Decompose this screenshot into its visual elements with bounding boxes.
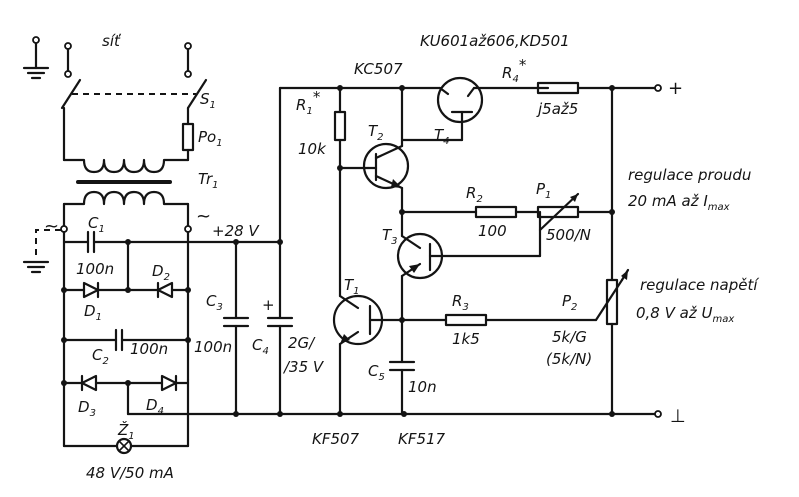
- mains-section: [22, 36, 208, 233]
- current-reg-line1: regulace proudu: [628, 166, 751, 184]
- t4-type-label: KU601až606,KD501: [420, 32, 570, 50]
- switch-s1-right-blade: [186, 78, 208, 110]
- t2-type-label: KC507: [354, 60, 403, 78]
- d2-label: D2: [152, 262, 170, 283]
- r4-label: R4*: [502, 56, 527, 85]
- c3-value: 100n: [194, 338, 232, 356]
- diode-d3-icon: [80, 374, 98, 392]
- p2-value-2: (5k/N): [546, 350, 592, 368]
- output-ground-terminal: [654, 410, 662, 418]
- t3-type-label: KF517: [398, 430, 446, 448]
- d3-label: D3: [78, 398, 96, 419]
- c1-value: 100n: [76, 260, 114, 278]
- p2-label: P2: [562, 292, 577, 313]
- r1-label: R1*: [296, 88, 321, 117]
- z1-value: 48 V/50 mA: [86, 464, 174, 482]
- resistor-r3: [444, 313, 488, 327]
- fuse-po1: [181, 122, 195, 152]
- current-reg-line2: 20 mA až Imax: [628, 192, 730, 213]
- diode-d4-icon: [160, 374, 178, 392]
- d1-label: D1: [84, 302, 102, 323]
- mains-label: síť: [102, 32, 122, 50]
- c3-label: C3: [206, 292, 223, 313]
- switch-s1-left-blade: [60, 78, 82, 110]
- p1-label: P1: [536, 180, 551, 201]
- filter-section: [126, 86, 657, 417]
- c4-value-1: 2G/: [288, 334, 316, 352]
- c4-label: C4: [252, 336, 269, 357]
- t1-label: T1: [344, 276, 360, 297]
- p2-value-1: 5k/G: [552, 328, 587, 346]
- c2-label: C2: [92, 346, 109, 367]
- t2-label: T2: [368, 122, 384, 143]
- voltage-reg-line2: 0,8 V až Umax: [636, 304, 734, 325]
- r2-label: R2: [466, 184, 483, 205]
- regulator-section: [332, 76, 662, 418]
- r2-value: 100: [478, 222, 507, 240]
- c4-value-2: /35 V: [282, 358, 325, 376]
- fuse-po1-label: Po1: [198, 128, 223, 149]
- ac-symbol-right: ~: [196, 206, 211, 227]
- r4-value: j5až5: [536, 100, 578, 118]
- diode-d1-icon: [82, 281, 100, 299]
- output-plus-terminal: [654, 84, 662, 92]
- output-plus-label: +: [668, 78, 683, 99]
- t4-label: T4: [434, 126, 450, 147]
- r3-label: R3: [452, 292, 469, 313]
- c2-value: 100n: [130, 340, 168, 358]
- output-ground-label: ⊥: [670, 406, 686, 427]
- transformer-secondary-winding: [62, 190, 190, 206]
- t3-label: T3: [382, 226, 398, 247]
- d4-label: D4: [146, 396, 164, 417]
- z1-label: Ž1: [117, 420, 135, 442]
- transistor-t2-icon: [362, 142, 410, 190]
- transistor-t4-icon: [436, 76, 484, 124]
- p1-value: 500/N: [546, 226, 591, 244]
- t1-type-label: KF507: [312, 430, 360, 448]
- r3-value: 1k5: [452, 330, 480, 348]
- ac-symbol-left: ~: [44, 216, 59, 237]
- r1-value: 10k: [298, 140, 327, 158]
- c5-label: C5: [368, 362, 385, 383]
- supply-voltage-label: +28 V: [212, 222, 260, 240]
- resistor-r2: [474, 205, 518, 219]
- transformer-primary-winding: [62, 158, 190, 174]
- c4-plus: +: [262, 296, 275, 314]
- switch-s1-label: S1: [200, 90, 216, 111]
- transformer-label: Tr1: [198, 170, 219, 191]
- voltage-reg-line1: regulace napětí: [640, 276, 759, 294]
- c1-label: C1: [88, 214, 105, 235]
- c5-value: 10n: [408, 378, 437, 396]
- diode-d2-icon: [156, 281, 174, 299]
- resistor-r1: [333, 110, 347, 142]
